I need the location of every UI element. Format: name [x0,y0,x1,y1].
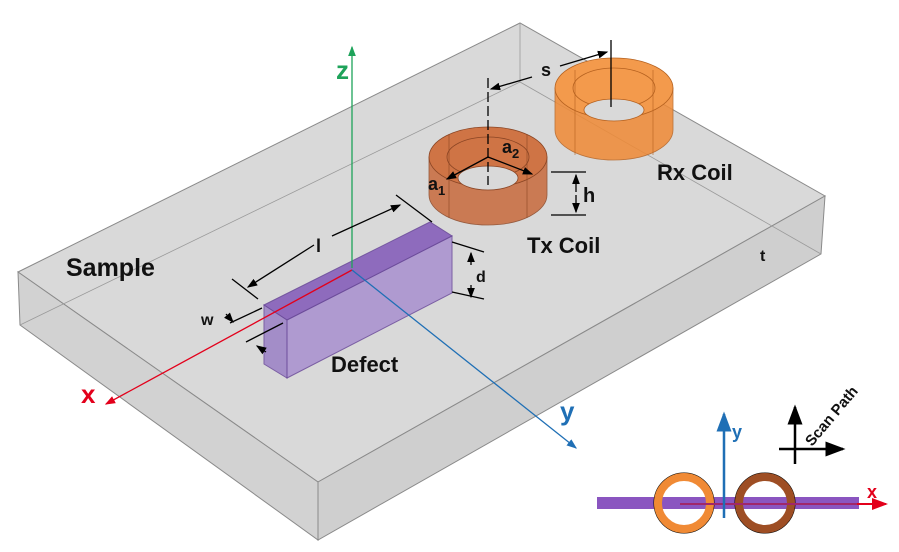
x-axis [104,269,353,405]
y-axis [351,269,578,449]
dimension-lines [224,40,612,355]
scan-path-label: Scan Path [802,383,862,449]
inner-radius-label: a1 [428,174,445,198]
sample-label: Sample [66,254,155,282]
y-axis-label: y [560,396,575,426]
depth-label: d [476,269,486,286]
height-label: h [583,185,595,207]
inset-y-label: y [732,422,742,442]
rx-coil [554,57,674,161]
outer-radius-label: a2 [502,137,519,161]
scan-path-inset [597,404,888,534]
defect-label: Defect [331,352,399,377]
defect-block [262,221,454,379]
z-axis-label: z [336,55,349,85]
rx-coil-label: Rx Coil [657,160,733,185]
spacing-label: s [541,60,551,80]
thickness-label: t [760,248,766,265]
tx-coil-label: Tx Coil [527,233,600,258]
x-axis-label: x [81,379,96,409]
width-label: w [200,312,214,329]
inset-x-label: x [867,482,877,502]
length-label: l [316,236,321,256]
